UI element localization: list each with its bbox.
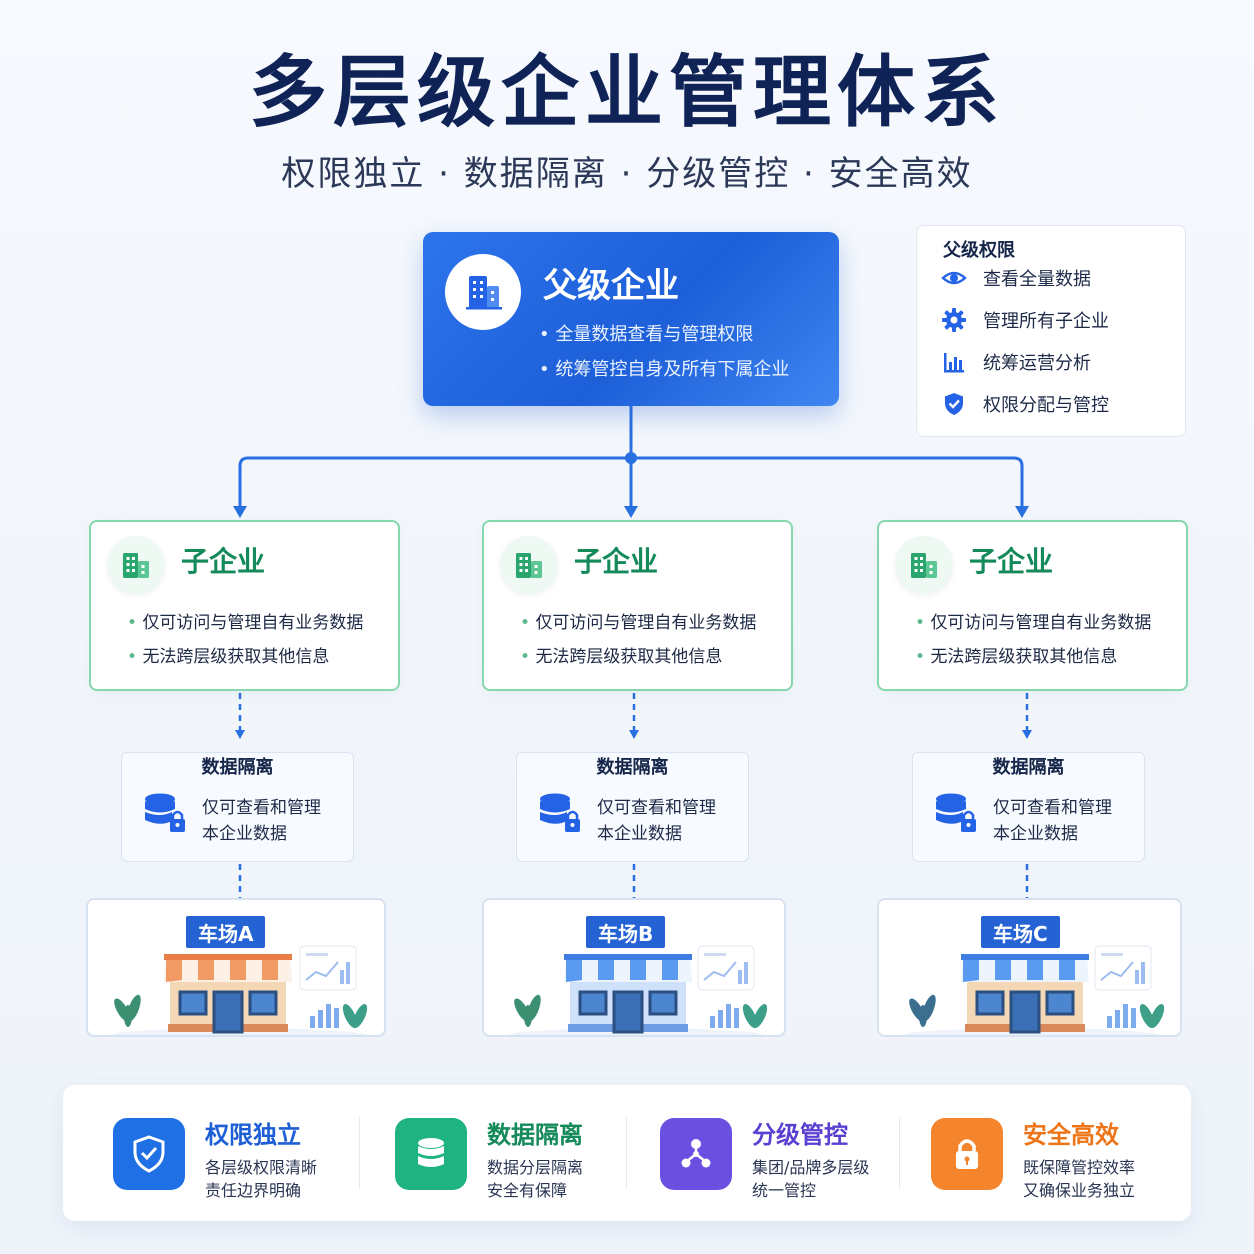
- bar-chart-icon: [944, 353, 964, 373]
- isolation-text: 本企业数据: [202, 824, 287, 844]
- bar-chart-icon: [310, 1004, 339, 1028]
- shield-check-icon: [945, 393, 963, 415]
- data-isolation-card: 数据隔离 仅可查看和管理 本企业数据: [121, 752, 354, 862]
- plant-icon: [1139, 1004, 1165, 1028]
- divider: [359, 1117, 360, 1189]
- eye-icon: [941, 271, 967, 285]
- database-lock-icon: [936, 793, 976, 832]
- child-enterprise-card[interactable]: 子企业 仅可访问与管理自有业务数据 无法跨层级获取其他信息: [482, 520, 793, 691]
- permissions-title: 父级权限: [943, 240, 1015, 261]
- permission-item: 查看全量数据: [941, 263, 1091, 293]
- dashboard-panel: [1094, 945, 1152, 991]
- dashboard-panel: [299, 945, 357, 991]
- page-title: 多层级企业管理体系: [248, 48, 1005, 138]
- parent-enterprise-card[interactable]: 父级企业 全量数据查看与管理权限 统筹管控自身及所有下属企业: [423, 232, 839, 406]
- isolation-text: 本企业数据: [597, 824, 682, 844]
- dashboard-panel: [697, 945, 755, 991]
- storefront-illustration: [902, 945, 1165, 1035]
- isolation-title: 数据隔离: [596, 757, 669, 778]
- storefront-illustration: [507, 945, 768, 1035]
- storefront-illustration: [109, 945, 368, 1035]
- parking-lot-label: 车场C: [981, 916, 1060, 948]
- feature-title: 数据隔离: [487, 1121, 583, 1149]
- parent-bullet: 统筹管控自身及所有下属企业: [539, 355, 789, 381]
- permission-label: 查看全量数据: [983, 269, 1091, 290]
- parking-lot-label: 车场A: [186, 916, 266, 948]
- gear-icon: [942, 308, 966, 332]
- permission-item: 管理所有子企业: [941, 305, 1109, 335]
- features-bar: 权限独立 各层级权限清晰 责任边界明确 数据隔离 数据分层隔离 安全有保障 分级…: [63, 1085, 1191, 1221]
- lock-icon: [931, 1118, 1003, 1190]
- permission-item: 统筹运营分析: [941, 347, 1091, 377]
- child-title: 子企业: [181, 545, 266, 578]
- child-description: 无法跨层级获取其他信息: [127, 642, 329, 667]
- child-description: 仅可访问与管理自有业务数据: [915, 608, 1151, 633]
- isolation-title: 数据隔离: [992, 757, 1065, 778]
- feature-description: 各层级权限清晰: [205, 1158, 318, 1177]
- child-description: 无法跨层级获取其他信息: [520, 642, 722, 667]
- parking-lot-card[interactable]: 车场B: [482, 898, 786, 1037]
- isolation-text: 仅可查看和管理: [202, 798, 321, 818]
- database-icon: [395, 1118, 467, 1190]
- parent-permissions-panel: 父级权限 查看全量数据 管理所有子企业: [916, 225, 1186, 437]
- child-description: 无法跨层级获取其他信息: [915, 642, 1117, 667]
- parking-lot-label: 车场B: [586, 916, 666, 948]
- plant-icon: [514, 994, 541, 1027]
- divider: [626, 1117, 627, 1189]
- parking-lot-card[interactable]: 车场A: [86, 898, 386, 1037]
- feature-description: 又确保业务独立: [1023, 1181, 1136, 1200]
- building-icon: [107, 536, 165, 594]
- hierarchy-icon: [660, 1118, 732, 1190]
- child-description: 仅可访问与管理自有业务数据: [520, 608, 756, 633]
- data-isolation-card: 数据隔离 仅可查看和管理 本企业数据: [912, 752, 1145, 862]
- child-title: 子企业: [574, 545, 659, 578]
- building-icon: [500, 536, 558, 594]
- isolation-text: 本企业数据: [993, 824, 1078, 844]
- parent-to-children-connector: [238, 406, 1024, 512]
- isolation-arrowheads: [235, 730, 1032, 739]
- feature-description: 数据分层隔离: [487, 1158, 584, 1177]
- isolation-text: 仅可查看和管理: [993, 798, 1112, 818]
- feature-description: 统一管控: [752, 1181, 817, 1200]
- isolation-text: 仅可查看和管理: [597, 798, 716, 818]
- plant-icon: [909, 994, 936, 1027]
- page-subtitle: 权限独立 · 数据隔离 · 分级管控 · 安全高效: [281, 154, 973, 194]
- data-isolation-card: 数据隔离 仅可查看和管理 本企业数据: [516, 752, 749, 862]
- child-arrowheads: [233, 506, 1029, 518]
- child-enterprise-card[interactable]: 子企业 仅可访问与管理自有业务数据 无法跨层级获取其他信息: [89, 520, 400, 691]
- feature-title: 权限独立: [205, 1121, 301, 1149]
- feature-description: 安全有保障: [487, 1181, 568, 1200]
- permission-label: 统筹运营分析: [983, 353, 1091, 374]
- plant-icon: [742, 1004, 768, 1028]
- permission-label: 权限分配与管控: [983, 395, 1109, 416]
- child-description: 仅可访问与管理自有业务数据: [127, 608, 363, 633]
- parking-lot-card[interactable]: 车场C: [877, 898, 1182, 1037]
- database-lock-icon: [540, 793, 580, 832]
- child-title: 子企业: [969, 545, 1054, 578]
- shield-check-icon: [113, 1118, 185, 1190]
- feature-title: 分级管控: [752, 1121, 848, 1149]
- building-icon: [445, 254, 521, 330]
- feature-description: 既保障管控效率: [1023, 1158, 1136, 1177]
- plant-icon: [342, 1004, 368, 1028]
- child-enterprise-card[interactable]: 子企业 仅可访问与管理自有业务数据 无法跨层级获取其他信息: [877, 520, 1188, 691]
- bar-chart-icon: [710, 1004, 739, 1028]
- parent-bullet: 全量数据查看与管理权限: [539, 320, 753, 346]
- building-icon: [895, 536, 953, 594]
- permission-label: 管理所有子企业: [983, 311, 1109, 332]
- parent-title: 父级企业: [543, 266, 679, 306]
- feature-title: 安全高效: [1023, 1121, 1119, 1149]
- database-lock-icon: [145, 793, 185, 832]
- permission-item: 权限分配与管控: [941, 389, 1109, 419]
- junction-dot: [625, 452, 637, 464]
- feature-description: 集团/品牌多层级: [752, 1158, 870, 1177]
- divider: [899, 1117, 900, 1189]
- isolation-title: 数据隔离: [201, 757, 274, 778]
- bar-chart-icon: [1107, 1004, 1136, 1028]
- feature-description: 责任边界明确: [205, 1181, 302, 1200]
- plant-icon: [114, 994, 141, 1027]
